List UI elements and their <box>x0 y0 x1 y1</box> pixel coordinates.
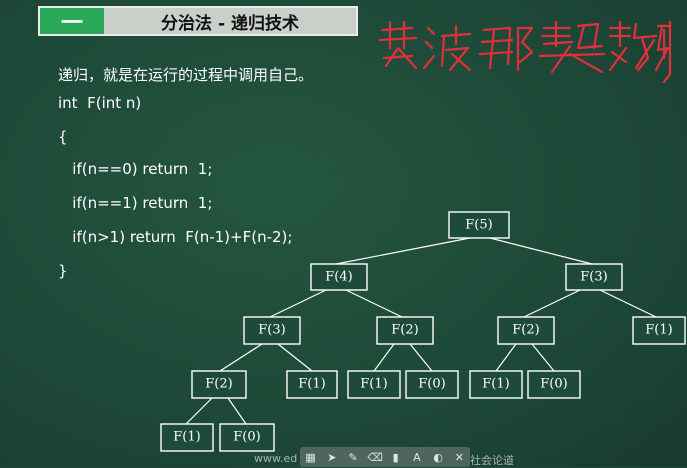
section-badge: 一 <box>40 8 104 36</box>
edge <box>269 289 327 318</box>
code-line-2: { <box>58 128 68 146</box>
tree-node-label: F(1) <box>360 377 387 392</box>
watermark-left: www.ed <box>254 452 298 465</box>
tree-node: F(1) <box>286 370 338 399</box>
tree-node: F(1) <box>469 370 523 399</box>
tree-node-label: F(2) <box>391 323 418 338</box>
edge <box>335 237 471 265</box>
tree-node: F(0) <box>527 370 581 399</box>
tree-node-label: F(2) <box>205 377 232 392</box>
tree-node: F(2) <box>376 316 434 345</box>
edge <box>373 343 395 372</box>
tree-node-label: F(2) <box>512 323 539 338</box>
edge <box>219 343 263 372</box>
intro-text: 递归，就是在运行的过程中调用自己。 <box>58 66 314 84</box>
tree-node-label: F(3) <box>258 323 285 338</box>
tree-node: F(2) <box>497 316 555 345</box>
edge <box>599 289 657 318</box>
tree-node-label: F(1) <box>173 430 200 445</box>
tree-node-label: F(0) <box>418 377 445 392</box>
code-line-5: if(n>1) return F(n-1)+F(n-2); <box>58 228 293 246</box>
handwritten-annotation <box>378 20 672 84</box>
tree-node: F(1) <box>347 370 401 399</box>
eraser-icon[interactable]: ⌫ <box>367 450 383 464</box>
pointer-icon[interactable]: ➤ <box>327 450 337 464</box>
edge <box>345 289 403 318</box>
close-icon[interactable]: ✕ <box>454 450 464 464</box>
edge <box>523 289 581 318</box>
tree-node-label: F(1) <box>482 377 509 392</box>
tree-node-label: F(4) <box>325 270 352 285</box>
tree-node: F(0) <box>219 423 275 452</box>
tree-node-label: F(0) <box>540 377 567 392</box>
watermark-right: 社会论道 <box>470 454 514 467</box>
edge <box>409 343 433 372</box>
tree-node-label: F(0) <box>233 430 260 445</box>
code-line-1: int F(int n) <box>58 94 142 112</box>
tree-node-label: F(1) <box>298 377 325 392</box>
edge <box>227 397 247 425</box>
palette-icon[interactable]: ◐ <box>433 450 443 464</box>
code-line-6: } <box>58 262 68 280</box>
edge <box>489 237 593 265</box>
highlighter-icon[interactable]: ▮ <box>392 450 399 464</box>
edge <box>495 343 517 372</box>
tree-node: F(5) <box>448 211 510 239</box>
tree-node: F(3) <box>243 316 301 345</box>
grid-icon[interactable]: ▦ <box>305 450 316 464</box>
pen-icon[interactable]: ✎ <box>348 450 358 464</box>
presentation-toolbar: ▦ ➤ ✎ ⌫ ▮ A ◐ ✕ <box>300 447 470 467</box>
tree-node: F(2) <box>191 370 247 399</box>
tree-node: F(1) <box>632 316 686 345</box>
tree-node-label: F(5) <box>465 218 492 233</box>
tree-node-label: F(1) <box>645 323 672 338</box>
text-icon[interactable]: A <box>413 450 421 464</box>
tree-node-label: F(3) <box>580 270 607 285</box>
code-line-4: if(n==1) return 1; <box>58 194 213 212</box>
tree-node: F(3) <box>565 263 623 291</box>
edge <box>185 397 213 425</box>
tree-node: F(1) <box>160 423 214 452</box>
edge <box>531 343 555 372</box>
code-line-3: if(n==0) return 1; <box>58 160 213 178</box>
tree-node: F(0) <box>405 370 459 399</box>
tree-node: F(4) <box>310 263 368 291</box>
edge <box>277 343 313 372</box>
slide-title: 分治法 - 递归技术 <box>161 13 299 34</box>
